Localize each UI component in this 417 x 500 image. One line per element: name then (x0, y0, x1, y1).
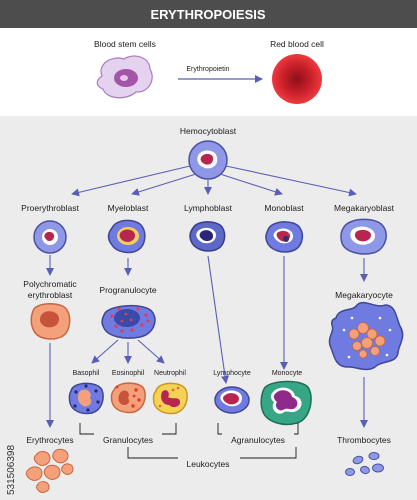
thrombocytes-cells (345, 452, 384, 476)
stem-cell-nucleolus (120, 75, 128, 81)
megakaryocyte-nucleus-lobes (348, 322, 386, 359)
granulocytes-label: Granulocytes (103, 435, 153, 445)
neutrophil-label: Neutrophil (154, 370, 186, 377)
myeloblast-label: Myeloblast (108, 203, 149, 213)
neutrophil-nucleus (161, 390, 181, 408)
thrombocytes-label: Thrombocytes (337, 435, 391, 445)
myeloblast-nucleus (119, 229, 136, 242)
progranulocyte-nucleus (114, 309, 140, 327)
basophil-nucleus (77, 389, 92, 407)
erythrocytes-label: Erythrocytes (26, 435, 73, 445)
proerythroblast-nucleus (44, 231, 55, 242)
arrow-to-neutrophil (137, 339, 165, 364)
title: ERYTHROPOIESIS (150, 7, 265, 22)
monoblast-nucleus-dot (283, 236, 289, 242)
megakaryocyte-cell (328, 301, 404, 371)
arrow-to-basophil (91, 339, 119, 364)
lymphoblast-nucleus (199, 230, 214, 242)
megakaryoblast-label: Megakaryoblast (334, 203, 395, 213)
polychromatic-erythroblast-nucleus (39, 311, 59, 328)
lymphoblast-label: Lymphoblast (184, 203, 233, 213)
eosinophil-nucleus (118, 390, 130, 406)
basophil-label: Basophil (73, 370, 100, 377)
arrow-to-myeloblast (131, 173, 197, 196)
hemocytoblast-label: Hemocytoblast (180, 126, 237, 136)
agranulocytes-bracket (217, 423, 299, 435)
arrow-to-megakaryoblast (225, 165, 357, 197)
neutrophil-granules (158, 386, 180, 408)
red-blood-cell (272, 54, 322, 104)
monoblast-label: Monoblast (264, 203, 304, 213)
watermark-strip: 531506398 (6, 445, 17, 495)
eosinophil-granules (115, 385, 141, 408)
leukocytes-label: Leukocytes (187, 459, 230, 469)
monocyte-label: Monocyte (272, 370, 302, 377)
megakaryocyte-label: Megakaryocyte (335, 290, 393, 300)
rbc-label: Red blood cell (270, 39, 324, 49)
hemocytoblast-nucleus (200, 153, 214, 165)
lymphocyte-nucleus (223, 393, 239, 405)
monocyte-nucleus (273, 390, 298, 411)
progranulocyte-granules (110, 307, 150, 333)
polychromatic-label-1: Polychromatic (23, 279, 77, 289)
basophil-granules (73, 384, 100, 412)
granulocytes-bracket (79, 423, 177, 435)
erythropoietin-label: Erythropoietin (186, 66, 229, 73)
erythrocytes-cells (25, 448, 74, 493)
proerythroblast-label: Proerythroblast (21, 203, 79, 213)
leukocytes-bracket (127, 447, 297, 459)
watermark-id: 531506398 (6, 445, 17, 495)
agranulocytes-label: Agranulocytes (231, 435, 285, 445)
arrow-to-monoblast (219, 173, 283, 196)
stem-cells-label: Blood stem cells (94, 39, 156, 49)
polychromatic-label-2: erythroblast (28, 290, 73, 300)
megakaryoblast-nucleus (354, 229, 371, 242)
title-bar (0, 0, 417, 28)
arrow-to-proerythroblast (71, 165, 191, 197)
eosinophil-label: Eosinophil (112, 370, 145, 377)
progranulocyte-label: Progranulocyte (99, 285, 156, 295)
arrow-to-lymphocyte (207, 255, 229, 384)
megakaryocyte-granules (342, 316, 392, 359)
lymphocyte-label: Lymphocyte (213, 370, 251, 377)
